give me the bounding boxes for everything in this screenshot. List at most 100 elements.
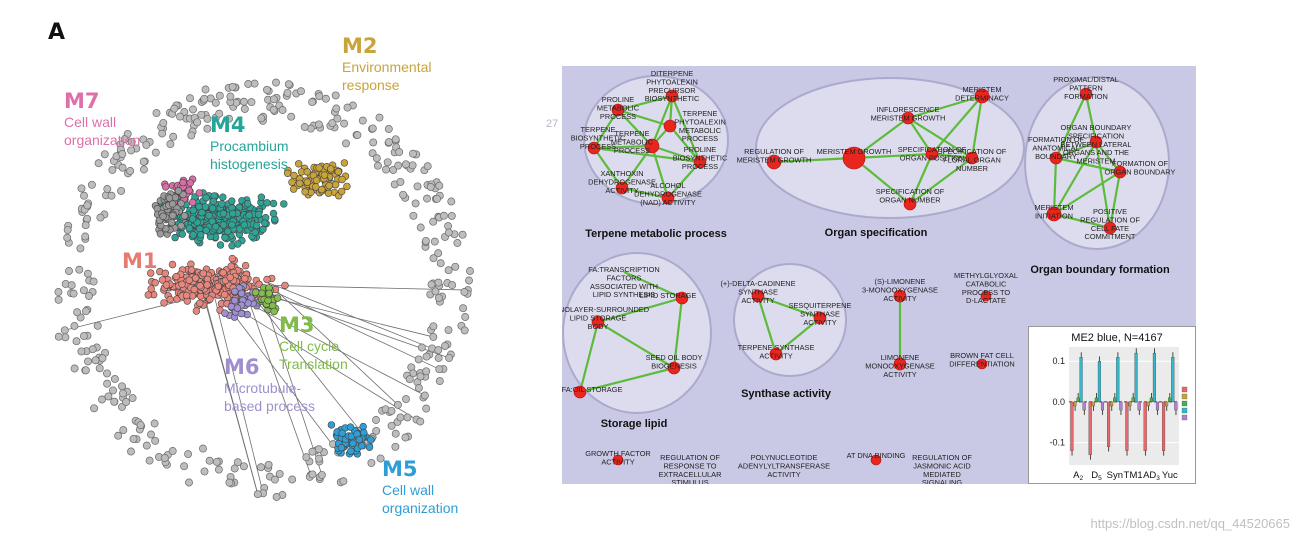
network-node xyxy=(413,182,422,191)
network-node xyxy=(120,135,129,144)
network-node xyxy=(129,435,138,443)
go-node xyxy=(1103,221,1117,235)
module-label-m3: M3 Cell cycle Translation xyxy=(279,313,348,372)
x-tick-label: AD3 xyxy=(1143,470,1160,482)
network-node xyxy=(435,377,444,386)
module-label-m7: M7 Cell wall organization xyxy=(64,89,141,148)
network-node xyxy=(208,204,217,213)
go-edge xyxy=(669,125,701,163)
network-node xyxy=(408,161,417,170)
module-label-m5: M5 Cell wall organization xyxy=(382,457,459,516)
network-node xyxy=(239,97,248,106)
go-edge xyxy=(1108,171,1122,229)
network-node xyxy=(77,347,86,356)
go-node xyxy=(842,146,866,170)
network-node xyxy=(190,285,199,294)
network-node xyxy=(220,290,229,299)
network-node xyxy=(166,295,174,304)
network-node xyxy=(203,124,212,133)
network-node xyxy=(251,228,259,237)
network-node xyxy=(451,262,460,271)
go-node xyxy=(893,289,907,303)
go-edge xyxy=(1055,156,1121,174)
bar xyxy=(1113,397,1117,403)
network-node xyxy=(430,237,439,246)
network-node xyxy=(458,230,467,239)
network-node xyxy=(387,421,396,430)
network-node xyxy=(263,85,271,94)
network-node xyxy=(89,277,98,286)
network-node xyxy=(237,289,246,298)
network-node xyxy=(225,478,234,487)
network-node xyxy=(166,140,175,149)
network-node xyxy=(230,464,239,473)
go-node-label: LIPID STORAGE xyxy=(640,291,697,300)
network-node xyxy=(98,354,107,363)
network-node xyxy=(197,110,206,119)
network-node xyxy=(441,342,449,350)
network-node xyxy=(252,221,261,230)
network-node xyxy=(355,436,364,444)
bar xyxy=(1100,401,1105,411)
go-node xyxy=(965,151,979,165)
network-node xyxy=(160,299,168,307)
network-node xyxy=(159,118,168,127)
network-node xyxy=(117,186,126,195)
network-node xyxy=(185,478,193,487)
network-node xyxy=(332,104,341,113)
network-node xyxy=(61,333,70,342)
x-tick-label: Yuc xyxy=(1162,470,1178,481)
network-nodes xyxy=(54,78,474,501)
network-node xyxy=(420,391,429,400)
network-node xyxy=(189,198,197,207)
network-node xyxy=(394,161,403,170)
go-edge xyxy=(1095,141,1121,173)
network-node xyxy=(103,369,111,378)
network-node xyxy=(265,289,273,297)
network-node xyxy=(269,209,278,218)
network-node xyxy=(367,436,375,444)
network-node xyxy=(429,217,438,226)
go-edge xyxy=(907,117,933,155)
network-node xyxy=(151,436,160,445)
network-node xyxy=(409,149,417,158)
network-node xyxy=(159,212,167,221)
network-node xyxy=(80,191,88,200)
network-node xyxy=(142,140,151,149)
network-node xyxy=(179,178,187,187)
network-node xyxy=(303,168,311,176)
network-node xyxy=(315,92,324,101)
network-node xyxy=(423,162,432,171)
legend-swatch xyxy=(1181,400,1188,407)
network-node xyxy=(427,280,436,289)
bar xyxy=(1149,397,1153,403)
x-tick-label: Syn xyxy=(1107,470,1123,481)
network-node xyxy=(216,241,225,249)
legend-swatch xyxy=(1181,414,1188,421)
network-node xyxy=(103,185,112,193)
network-node xyxy=(448,281,457,290)
network-node xyxy=(409,211,418,220)
network-node xyxy=(147,430,155,439)
go-edge xyxy=(593,109,619,149)
cluster-title-terpene: Terpene metabolic process xyxy=(585,228,727,240)
go-edge xyxy=(1053,212,1111,230)
network-node xyxy=(221,309,229,317)
network-node xyxy=(358,442,366,450)
network-node xyxy=(72,337,81,346)
go-node xyxy=(1046,206,1062,222)
network-node xyxy=(103,379,112,388)
go-edge xyxy=(757,294,821,320)
network-node xyxy=(225,114,233,123)
network-node xyxy=(453,239,462,247)
network-node xyxy=(60,326,69,335)
network-node xyxy=(263,199,271,207)
